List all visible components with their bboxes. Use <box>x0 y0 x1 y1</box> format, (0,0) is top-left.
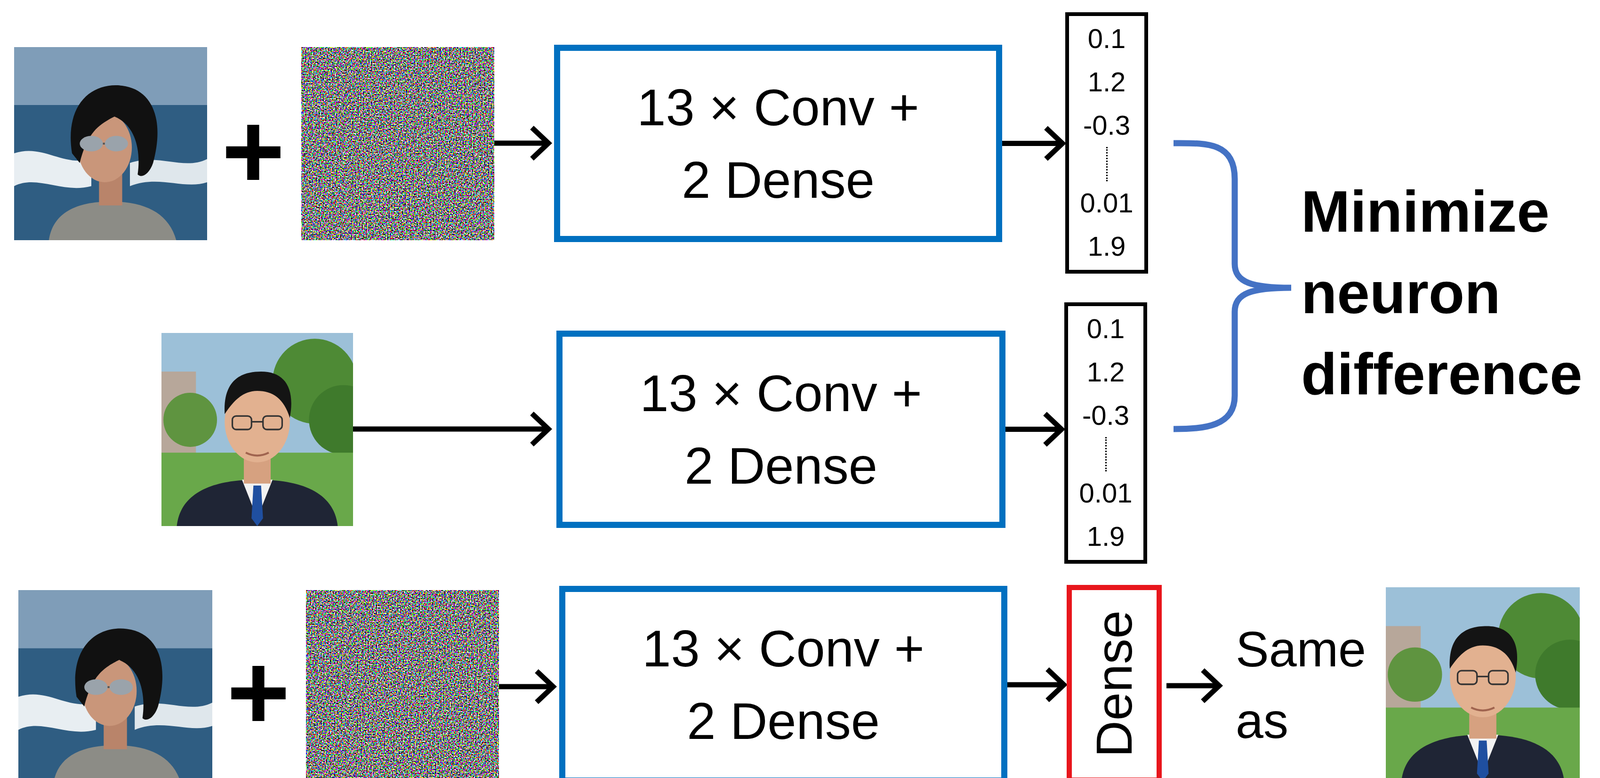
ellipsis-dots <box>1105 436 1107 472</box>
face-photo <box>18 589 213 778</box>
arrow-line <box>494 140 547 146</box>
feature-vector: 0.11.2-0.3 0.011.9 <box>1064 302 1148 564</box>
feature-vector: 0.11.2-0.3 0.011.9 <box>1065 12 1149 274</box>
vector-value: 1.2 <box>1086 350 1126 394</box>
block-label: 13 × Conv + 2 Dense <box>627 71 929 217</box>
vector-value: 0.1 <box>1087 16 1126 61</box>
vector-value: 1.2 <box>1087 60 1126 104</box>
face-photo <box>161 332 378 526</box>
face-photo <box>14 47 208 241</box>
block-label: 13 × Conv + 2 Dense <box>632 611 934 757</box>
layer-label: Dense <box>1088 610 1140 757</box>
arrow-head <box>1047 668 1064 700</box>
arrow-head <box>531 413 549 445</box>
objective-text: Minimize neuron difference <box>1301 170 1583 415</box>
arrow-line <box>1005 426 1060 432</box>
arrow-head <box>1045 413 1062 445</box>
ellipsis-dots <box>1106 146 1108 182</box>
curly-bracket <box>1173 143 1292 429</box>
vector-value: -0.3 <box>1083 103 1131 147</box>
vector-value: 0.01 <box>1080 181 1134 225</box>
result-text: Same as <box>1235 613 1367 756</box>
plus-sign: + <box>221 96 285 206</box>
vector-value: -0.3 <box>1082 393 1130 437</box>
arrow-line <box>1002 140 1061 146</box>
vector-value: 0.01 <box>1079 471 1133 515</box>
flow-arrow <box>1007 668 1064 700</box>
vector-value: 0.1 <box>1086 306 1126 351</box>
arrow-line <box>1166 683 1217 689</box>
flow-arrow <box>1002 128 1063 160</box>
arrow-head <box>1045 128 1063 160</box>
arrow-head <box>1202 669 1220 701</box>
network-block: 13 × Conv + 2 Dense <box>559 585 1008 778</box>
dense-layer: Dense <box>1066 584 1162 778</box>
noise-image <box>301 47 495 241</box>
vector-value: 1.9 <box>1086 514 1126 558</box>
network-block: 13 × Conv + 2 Dense <box>554 44 1003 242</box>
block-label: 13 × Conv + 2 Dense <box>630 356 932 502</box>
arrow-line <box>1007 682 1062 688</box>
arrow-line <box>498 683 551 690</box>
network-block: 13 × Conv + 2 Dense <box>556 330 1006 528</box>
arrow-line <box>353 426 547 432</box>
face-photo <box>1385 586 1600 778</box>
plus-sign: + <box>226 637 290 747</box>
arrow-head <box>536 670 554 702</box>
flow-arrow <box>1005 413 1062 445</box>
noise-image <box>305 589 499 778</box>
vector-value: 1.9 <box>1087 224 1126 268</box>
arrow-head <box>531 127 549 159</box>
